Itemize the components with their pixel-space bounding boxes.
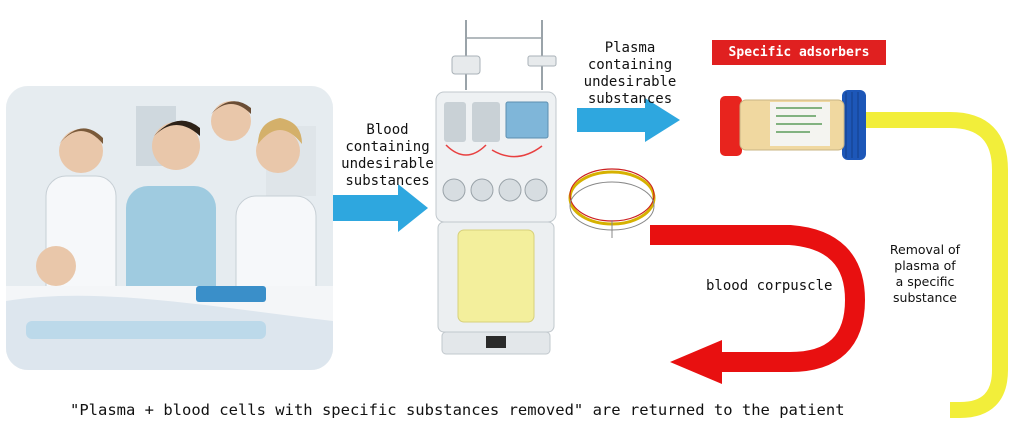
plasma-flow-arrow	[577, 98, 680, 142]
corpuscle-label: blood corpuscle	[706, 278, 833, 294]
plasma-label-line-3: undesirable	[583, 74, 677, 90]
cartridge-illustration	[720, 90, 866, 160]
adsorbers-badge: Specific adsorbers	[712, 40, 886, 65]
adsorber-cartridge	[718, 86, 868, 164]
plasma-label-line-1: Plasma	[604, 40, 656, 56]
ring-filter	[568, 168, 656, 238]
plasma-label-line-2: containing	[587, 57, 673, 73]
blood-flow-arrow	[333, 184, 428, 232]
apheresis-machine	[432, 20, 560, 360]
blood-label-line-4: substances	[345, 173, 430, 189]
removal-label-line-3: a specific	[895, 274, 955, 289]
removal-label-line-2: plasma of	[894, 258, 956, 273]
machine-illustration	[435, 20, 557, 355]
blood-label-line-1: Blood	[366, 122, 409, 138]
return-path	[866, 112, 1008, 418]
blood-label-line-2: containing	[345, 139, 430, 155]
medical-team-illustration	[6, 86, 333, 370]
plasma-label: Plasma containing undesirable substances	[580, 40, 680, 108]
removal-label-line-4: substance	[893, 290, 957, 305]
corpuscle-flow-arrow	[650, 225, 866, 372]
medical-team-photo	[6, 86, 333, 370]
blood-label: Blood containing undesirable substances	[340, 122, 435, 190]
removal-label-line-1: Removal of	[889, 242, 961, 257]
return-caption: "Plasma + blood cells with specific subs…	[70, 398, 950, 422]
plasma-label-line-4: substances	[587, 91, 673, 107]
removal-label: Removal of plasma of a specific substanc…	[880, 242, 970, 306]
blood-label-line-3: undesirable	[341, 156, 434, 172]
